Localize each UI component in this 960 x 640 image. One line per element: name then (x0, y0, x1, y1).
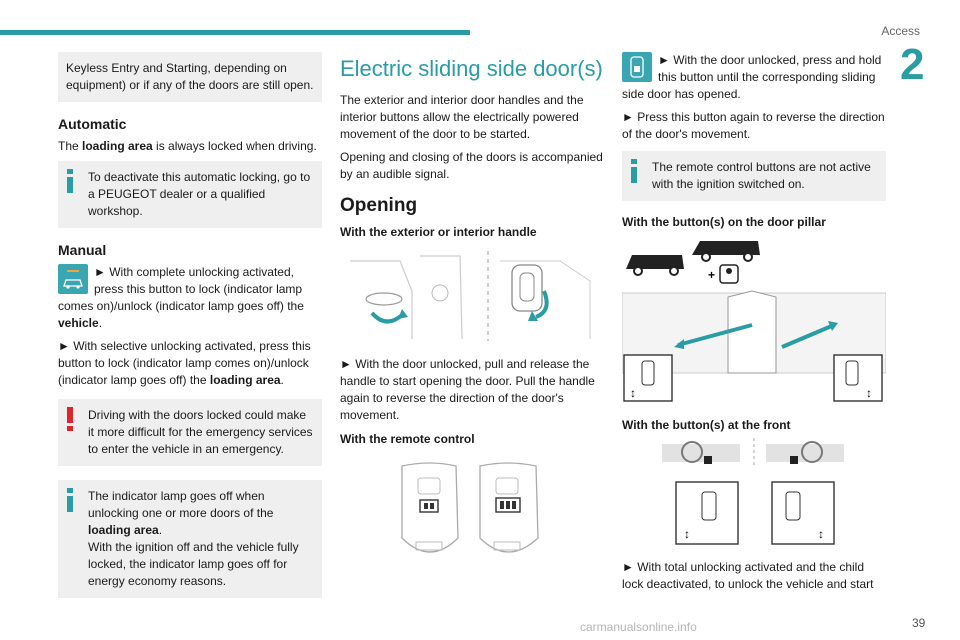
front-heading: With the button(s) at the front (622, 418, 791, 432)
column-1: Keyless Entry and Starting, depending on… (58, 52, 322, 612)
column-2: Electric sliding side door(s) The exteri… (340, 52, 604, 583)
sliding-door-intro-1: The exterior and interior door handles a… (340, 93, 584, 141)
remote-heading: With the remote control (340, 432, 475, 446)
sliding-door-intro-2: Opening and closing of the doors is acco… (340, 150, 603, 181)
remote-reverse-text: ► Press this button again to reverse the… (622, 110, 885, 141)
info-icon (67, 169, 73, 193)
key-fob-right-icon (479, 462, 539, 553)
front-door-button-left-icon: ↕ (675, 481, 739, 545)
header-accent-bar (0, 30, 470, 35)
watermark-text: carmanualsonline.info (580, 620, 697, 634)
keyless-note-text: Keyless Entry and Starting, depending on… (66, 61, 314, 92)
manual-para-2: ► With selective unlocking activated, pr… (58, 338, 322, 389)
svg-text:↕: ↕ (630, 386, 636, 400)
svg-text:↕: ↕ (684, 527, 690, 541)
door-pillar-illustration: + ↕ ↕ (621, 241, 887, 402)
chapter-number: 2 (900, 40, 925, 89)
svg-text:+: + (708, 268, 715, 282)
remote-info-text: The remote control buttons are not activ… (652, 160, 871, 191)
manual-para-1: ► With complete unlocking activated, pre… (58, 264, 322, 332)
manual-p2-pre: ► With selective unlocking activated, pr… (58, 339, 311, 387)
key-fob-left-icon (401, 462, 459, 553)
child-seat-icon: + (708, 264, 739, 284)
sliding-door-button-icon (622, 52, 652, 82)
automatic-text: The loading area is always locked when d… (58, 138, 322, 155)
section-title: Access (881, 24, 920, 38)
remote-info-box: The remote control buttons are not activ… (622, 151, 886, 201)
info-icon (631, 159, 637, 183)
page-number: 39 (912, 616, 926, 630)
handle-instructions: ► With the door unlocked, pull and relea… (340, 357, 595, 422)
door-handle-illustration (350, 251, 591, 341)
svg-text:↕: ↕ (818, 527, 824, 541)
automatic-text-pre: The (58, 139, 83, 153)
manual-heading: Manual (58, 242, 107, 258)
warning-icon (67, 407, 73, 431)
steering-wheel-left-icon (662, 441, 740, 464)
warning-box: Driving with the doors locked could make… (58, 399, 322, 466)
van-icon (626, 241, 760, 276)
warning-text: Driving with the doors locked could make… (88, 408, 313, 456)
opening-heading: Opening (340, 195, 418, 216)
manual-p1-post: . (98, 316, 103, 330)
indicator-info-text-2: With the ignition off and the vehicle fu… (88, 540, 299, 588)
front-buttons-illustration: ↕ ↕ (662, 438, 844, 545)
door-button-right-icon: ↕ (833, 354, 883, 402)
indicator-info-box: The indicator lamp goes off when unlocki… (58, 480, 322, 598)
automatic-text-post: is always locked when driving. (152, 139, 317, 153)
manual-p1-bold: vehicle (58, 316, 99, 330)
total-unlock-text: ► With total unlocking activated and the… (622, 560, 874, 591)
remote-press-text: ► With the door unlocked, press and hold… (622, 53, 882, 101)
door-button-left-icon: ↕ (623, 354, 673, 402)
automatic-info-box: To deactivate this automatic locking, go… (58, 161, 322, 228)
automatic-info-text: To deactivate this automatic locking, go… (88, 170, 311, 218)
indicator-info-bold: loading area (88, 523, 159, 537)
sliding-door-title: Electric sliding side door(s) (340, 56, 603, 81)
pillar-heading: With the button(s) on the door pillar (622, 215, 826, 229)
front-door-button-right-icon: ↕ (771, 481, 835, 545)
handle-heading: With the exterior or interior handle (340, 225, 537, 239)
keyless-note-box: Keyless Entry and Starting, depending on… (58, 52, 322, 102)
column-3: ► With the door unlocked, press and hold… (621, 52, 887, 599)
svg-text:↕: ↕ (866, 386, 872, 400)
steering-wheel-right-icon (766, 441, 844, 464)
automatic-heading: Automatic (58, 116, 127, 132)
remote-control-illustration (401, 462, 539, 553)
manual-p1-pre: ► With complete unlocking activated, pre… (58, 265, 304, 313)
manual-p2-bold: loading area (209, 373, 281, 387)
lock-button-icon (58, 264, 88, 294)
indicator-info-post: . (158, 523, 163, 537)
info-icon (67, 488, 73, 512)
manual-p2-post: . (280, 373, 284, 387)
indicator-info-text: The indicator lamp goes off when unlocki… (88, 488, 314, 539)
indicator-info-pre: The indicator lamp goes off when unlocki… (88, 489, 274, 520)
automatic-text-bold: loading area (82, 139, 153, 153)
